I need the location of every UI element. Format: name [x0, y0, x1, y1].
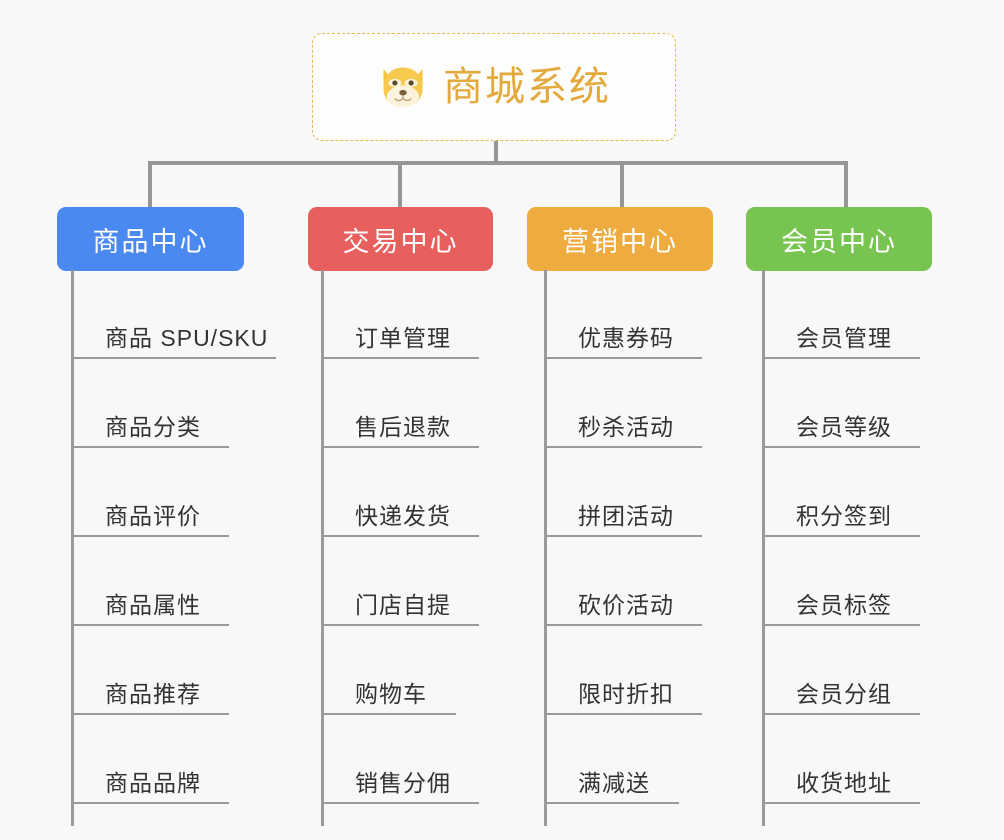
leaf-label: 售后退款 — [355, 414, 451, 440]
leaf-label: 拼团活动 — [578, 503, 674, 529]
root-stem-connector — [494, 141, 498, 164]
leaf-item[interactable]: 会员分组 — [762, 626, 920, 715]
leaf-item[interactable]: 商品 SPU/SKU — [71, 270, 276, 359]
leaf-underline — [71, 357, 276, 359]
leaf-label: 购物车 — [355, 681, 427, 707]
root-title: 商城系统 — [443, 65, 611, 109]
leaf-label: 会员等级 — [796, 414, 892, 440]
leaf-spine — [762, 270, 765, 826]
leaf-underline — [762, 624, 920, 626]
leaf-label: 秒杀活动 — [578, 414, 674, 440]
leaf-underline — [762, 535, 920, 537]
leaf-label: 商品推荐 — [105, 681, 201, 707]
leaf-label: 满减送 — [578, 770, 650, 796]
leaf-underline — [762, 357, 920, 359]
leaf-label: 会员管理 — [796, 325, 892, 351]
leaf-underline — [762, 446, 920, 448]
leaf-item[interactable]: 商品推荐 — [71, 626, 229, 715]
leaf-item[interactable]: 会员标签 — [762, 537, 920, 626]
category-box-trade[interactable]: 交易中心 — [308, 207, 493, 271]
leaf-item[interactable]: 优惠券码 — [544, 270, 702, 359]
leaf-item[interactable]: 满减送 — [544, 715, 679, 804]
leaf-underline — [321, 802, 479, 804]
leaf-label: 优惠券码 — [578, 325, 674, 351]
leaf-label: 商品 SPU/SKU — [105, 325, 269, 351]
leaf-underline — [544, 446, 702, 448]
leaf-item[interactable]: 积分签到 — [762, 448, 920, 537]
leaf-underline — [544, 713, 702, 715]
leaf-label: 会员分组 — [796, 681, 892, 707]
category-label: 商品中心 — [92, 226, 209, 257]
leaf-item[interactable]: 销售分佣 — [321, 715, 479, 804]
leaf-item[interactable]: 购物车 — [321, 626, 456, 715]
leaf-item[interactable]: 商品品牌 — [71, 715, 229, 804]
category-label: 会员中心 — [781, 226, 897, 257]
leaf-spine — [544, 270, 547, 826]
leaf-label: 限时折扣 — [578, 681, 674, 707]
leaf-spine — [321, 270, 324, 826]
leaf-underline — [71, 802, 229, 804]
leaf-underline — [71, 624, 229, 626]
leaf-label: 砍价活动 — [578, 592, 674, 618]
horizontal-bus-connector — [148, 161, 848, 165]
drop-connector-2 — [398, 161, 402, 208]
leaf-underline — [321, 624, 479, 626]
leaf-item[interactable]: 快递发货 — [321, 448, 479, 537]
leaf-underline — [544, 357, 702, 359]
leaf-underline — [544, 802, 679, 804]
leaf-underline — [71, 713, 229, 715]
category-box-product[interactable]: 商品中心 — [57, 207, 244, 271]
drop-connector-3 — [620, 161, 624, 208]
leaf-item[interactable]: 门店自提 — [321, 537, 479, 626]
leaf-label: 会员标签 — [796, 592, 892, 618]
leaf-underline — [71, 446, 229, 448]
leaf-label: 商品属性 — [105, 592, 201, 618]
leaf-label: 商品品牌 — [105, 770, 201, 796]
leaf-underline — [321, 446, 479, 448]
leaf-underline — [544, 624, 702, 626]
leaf-item[interactable]: 售后退款 — [321, 359, 479, 448]
leaf-item[interactable]: 商品评价 — [71, 448, 229, 537]
leaf-label: 积分签到 — [796, 503, 892, 529]
drop-connector-4 — [844, 161, 848, 208]
leaf-item[interactable]: 拼团活动 — [544, 448, 702, 537]
leaf-item[interactable]: 砍价活动 — [544, 537, 702, 626]
leaf-label: 快递发货 — [355, 503, 451, 529]
leaf-label: 销售分佣 — [355, 770, 451, 796]
leaf-label: 商品评价 — [105, 503, 201, 529]
leaf-label: 收货地址 — [796, 770, 892, 796]
leaf-item[interactable]: 收货地址 — [762, 715, 920, 804]
leaf-item[interactable]: 会员管理 — [762, 270, 920, 359]
category-label: 交易中心 — [342, 226, 459, 257]
leaf-item[interactable]: 会员等级 — [762, 359, 920, 448]
leaf-underline — [762, 802, 920, 804]
category-box-member[interactable]: 会员中心 — [746, 207, 932, 271]
leaf-item[interactable]: 秒杀活动 — [544, 359, 702, 448]
leaf-underline — [321, 713, 456, 715]
leaf-item[interactable]: 商品属性 — [71, 537, 229, 626]
leaf-item[interactable]: 限时折扣 — [544, 626, 702, 715]
shiba-dog-emoji — [383, 67, 423, 107]
leaf-label: 门店自提 — [355, 592, 451, 618]
leaf-item[interactable]: 订单管理 — [321, 270, 479, 359]
drop-connector-1 — [148, 161, 152, 208]
leaf-underline — [762, 713, 920, 715]
leaf-underline — [71, 535, 229, 537]
leaf-label: 商品分类 — [105, 414, 201, 440]
leaf-underline — [321, 535, 479, 537]
leaf-label: 订单管理 — [355, 325, 451, 351]
leaf-item[interactable]: 商品分类 — [71, 359, 229, 448]
leaf-underline — [321, 357, 479, 359]
category-label: 营销中心 — [562, 226, 678, 257]
category-box-marketing[interactable]: 营销中心 — [527, 207, 713, 271]
leaf-spine — [71, 270, 74, 826]
root-node[interactable]: 商城系统 — [312, 33, 676, 141]
leaf-underline — [544, 535, 702, 537]
